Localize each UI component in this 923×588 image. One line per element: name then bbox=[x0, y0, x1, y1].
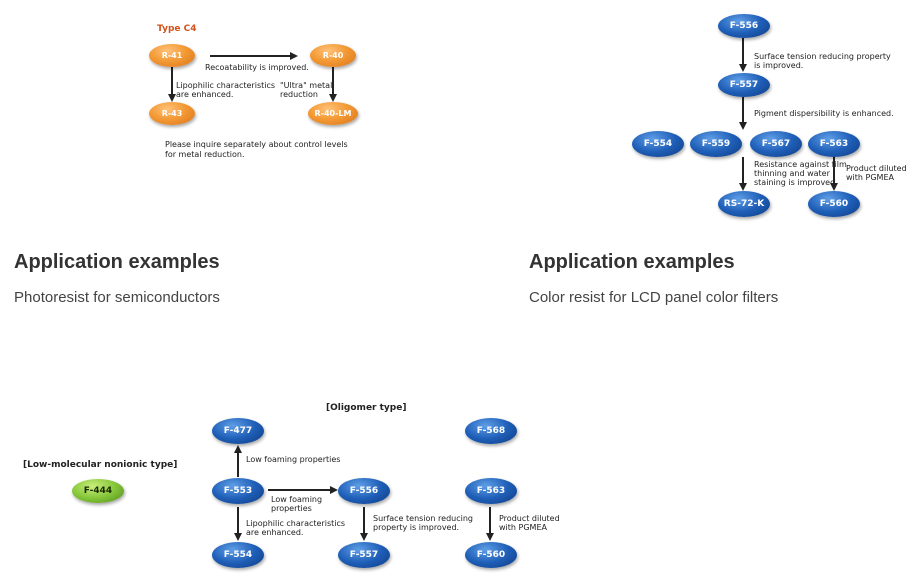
section-heading-right: Application examples bbox=[529, 251, 735, 273]
label-lipophilic-b: Lipophilic characteristics are enhanced. bbox=[246, 519, 346, 537]
node-f556-b: F-556 bbox=[338, 478, 390, 504]
node-f554-b: F-554 bbox=[212, 542, 264, 568]
label-pigment: Pigment dispersibility is enhanced. bbox=[754, 109, 894, 118]
oligomer-type-title: [Oligomer type] bbox=[326, 403, 407, 413]
label-pgmea: Product diluted with PGMEA bbox=[846, 164, 907, 182]
section-heading-left: Application examples bbox=[14, 251, 220, 273]
node-f563-b: F-563 bbox=[465, 478, 517, 504]
label-low-foaming-right: Low foaming properties bbox=[271, 495, 323, 513]
node-f553: F-553 bbox=[212, 478, 264, 504]
label-surface-tension-b: Surface tension reducing property is imp… bbox=[373, 514, 473, 532]
node-f557-b: F-557 bbox=[338, 542, 390, 568]
label-recoatability: Recoatability is improved. bbox=[205, 63, 309, 72]
label-lipophilic: Lipophilic characteristics are enhanced. bbox=[176, 81, 276, 99]
low-molecular-title: [Low-molecular nonionic type] bbox=[23, 460, 178, 470]
label-pgmea-b: Product diluted with PGMEA bbox=[499, 514, 560, 532]
node-f444: F-444 bbox=[72, 479, 124, 503]
node-f477: F-477 bbox=[212, 418, 264, 444]
label-surface-tension: Surface tension reducing property is imp… bbox=[754, 52, 891, 70]
label-low-foaming-up: Low foaming properties bbox=[246, 455, 341, 464]
node-f556: F-556 bbox=[718, 14, 770, 38]
label-ultra-metal: "Ultra" metal reduction bbox=[280, 81, 333, 99]
section-subtitle-left: Photoresist for semiconductors bbox=[14, 289, 220, 306]
type-c4-title: Type C4 bbox=[157, 24, 197, 34]
node-r41: R-41 bbox=[149, 44, 195, 67]
node-f560: F-560 bbox=[808, 191, 860, 217]
node-f554: F-554 bbox=[632, 131, 684, 157]
node-r40: R-40 bbox=[310, 44, 356, 67]
node-f560-b: F-560 bbox=[465, 542, 517, 568]
node-f559: F-559 bbox=[690, 131, 742, 157]
node-r40-lm: R-40-LM bbox=[308, 102, 358, 125]
label-resistance: Resistance against film thinning and wat… bbox=[754, 160, 847, 187]
node-r43: R-43 bbox=[149, 102, 195, 125]
label-metal-note: Please inquire separately about control … bbox=[165, 140, 348, 159]
node-f568: F-568 bbox=[465, 418, 517, 444]
node-f567: F-567 bbox=[750, 131, 802, 157]
node-f563: F-563 bbox=[808, 131, 860, 157]
node-rs72k: RS-72-K bbox=[718, 191, 770, 217]
section-subtitle-right: Color resist for LCD panel color filters bbox=[529, 289, 779, 306]
node-f557: F-557 bbox=[718, 73, 770, 97]
